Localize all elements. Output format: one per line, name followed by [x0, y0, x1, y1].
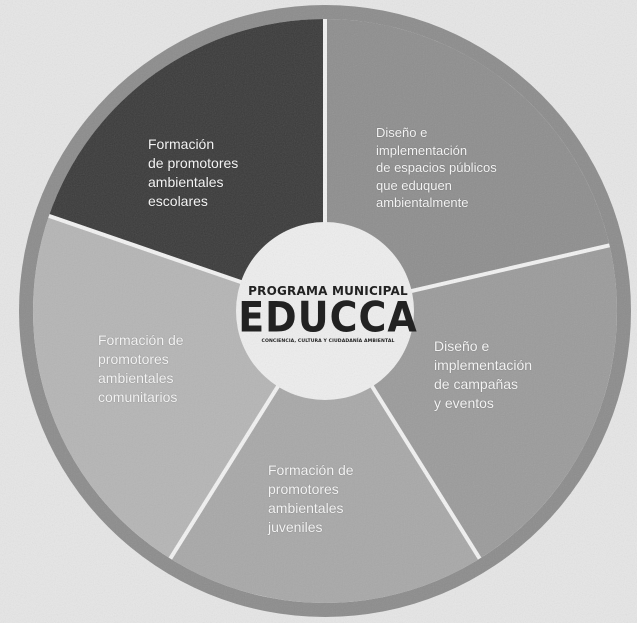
segment-label-escolares: Formación de promotores ambientales esco…	[148, 136, 239, 209]
segment-label-espacios-publicos: Diseño e implementación de espacios públ…	[376, 125, 497, 211]
segment-label-comunitarios: Formación de promotores ambientales comu…	[98, 332, 184, 405]
logo-tagline-text: CONCIENCIA, CULTURA Y CIUDADANÍA AMBIENT…	[261, 339, 395, 344]
educca-logo: PROGRAMA MUNICIPAL EDUCCA CONCIENCIA, CU…	[238, 284, 418, 344]
logo-program-text: PROGRAMA MUNICIPAL	[248, 284, 408, 298]
segment-label-campanas-eventos: Diseño e implementación de campañas y ev…	[434, 338, 533, 411]
logo-educca-text: EDUCCA	[238, 292, 418, 342]
segment-label-juveniles: Formación de promotores ambientales juve…	[268, 462, 354, 535]
